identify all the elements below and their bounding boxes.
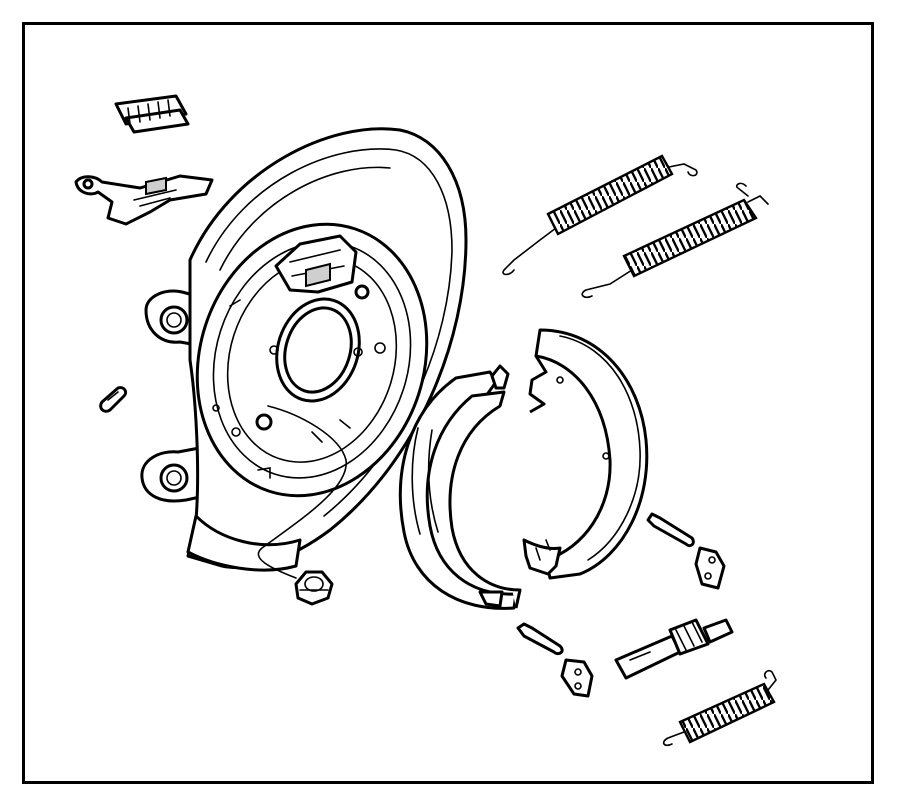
brake-shoe-rear — [522, 328, 649, 580]
return-spring-lower — [581, 182, 769, 299]
shoe-adjuster-clips — [114, 94, 190, 134]
hold-down-spring-cup-upper — [694, 546, 726, 590]
return-spring-upper — [502, 154, 698, 276]
adjuster-spring — [662, 669, 777, 747]
mounting-nut — [294, 570, 334, 606]
retainer-clip — [99, 386, 128, 413]
parking-brake-lever — [74, 174, 214, 226]
brake-shoe-front — [398, 364, 522, 610]
hold-down-pin-upper — [646, 512, 695, 548]
hold-down-spring-cup-lower — [560, 658, 594, 698]
hold-down-pin-lower — [516, 622, 564, 656]
adjuster-screw — [614, 618, 734, 680]
brake-backing-plate — [140, 127, 468, 579]
